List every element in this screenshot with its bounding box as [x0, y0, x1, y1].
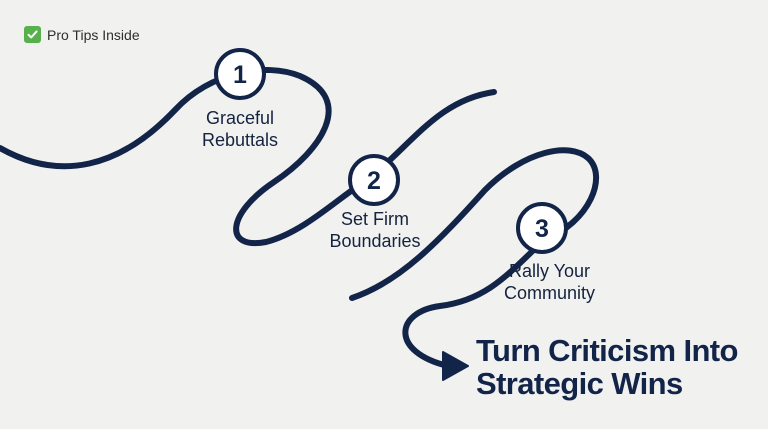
- step-number-1: 1: [233, 61, 247, 89]
- step-marker-2: 2: [348, 154, 400, 206]
- headline: Turn Criticism Into Strategic Wins: [476, 334, 738, 400]
- step-marker-1: 1: [214, 48, 266, 100]
- arrowhead-icon: [442, 351, 469, 381]
- check-mark-icon: [24, 26, 41, 43]
- headline-line-2: Strategic Wins: [476, 366, 683, 401]
- path-segment-4: [402, 237, 547, 369]
- step-marker-3: 3: [516, 202, 568, 254]
- badge-text: Pro Tips Inside: [47, 26, 140, 43]
- step-label-2: Set Firm Boundaries: [329, 209, 421, 251]
- path-segment-3: [349, 147, 600, 301]
- step-label-3: Rally Your Community: [503, 261, 596, 303]
- headline-line-1: Turn Criticism Into: [476, 333, 738, 368]
- path-segment-1: [0, 67, 373, 247]
- step-label-1: Graceful Rebuttals: [201, 108, 279, 150]
- pro-tips-badge: Pro Tips Inside: [24, 26, 140, 43]
- step-number-3: 3: [535, 215, 549, 243]
- step-number-2: 2: [367, 167, 381, 195]
